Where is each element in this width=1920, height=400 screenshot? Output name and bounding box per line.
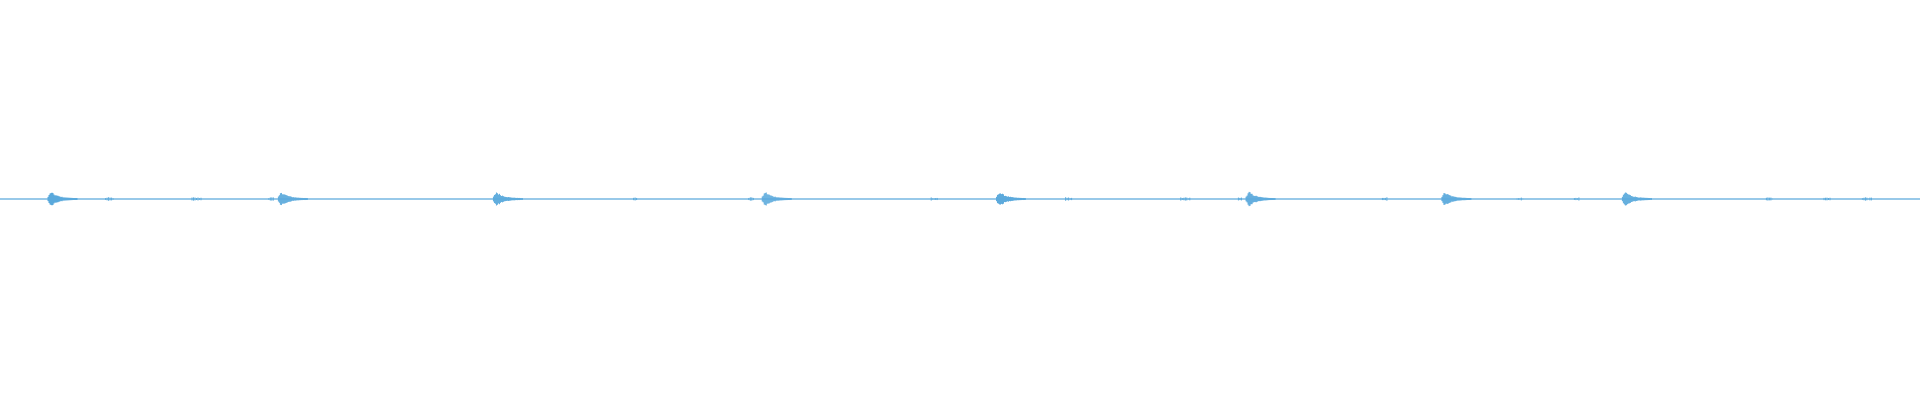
waveform-burst — [1441, 193, 1472, 205]
waveform-burst — [277, 192, 308, 206]
waveform-minor-peaks — [105, 197, 1872, 201]
waveform-burst — [761, 192, 792, 206]
waveform-burst — [47, 192, 78, 206]
waveform-burst — [995, 193, 1026, 205]
waveform-bursts — [47, 191, 1652, 207]
waveform-burst — [1621, 192, 1652, 206]
waveform-burst — [492, 192, 523, 206]
waveform-burst — [1245, 191, 1276, 207]
